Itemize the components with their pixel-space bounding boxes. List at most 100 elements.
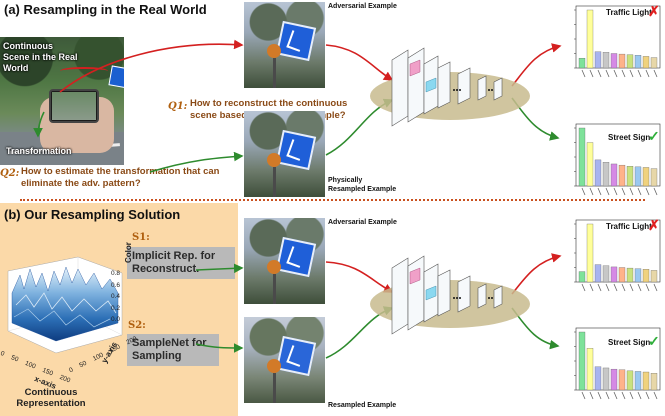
chart-bar: [610, 53, 618, 69]
bar-chart-a-top: [574, 5, 661, 78]
chart-category-tick: [629, 187, 634, 196]
chart-category-tick: [597, 391, 602, 400]
chart-category-tick: [605, 391, 610, 400]
chart-bar: [594, 159, 602, 187]
chart-category-tick: [621, 283, 626, 292]
cross-icon: ✗: [648, 3, 660, 19]
chart-bar: [650, 168, 658, 187]
chart-category-tick: [637, 69, 642, 78]
chart-bar: [610, 266, 618, 283]
chart-category-tick: [645, 283, 650, 292]
chart-category-tick: [645, 391, 650, 400]
result-label-a-top: Traffic Light: [606, 8, 652, 17]
chart-category-tick: [637, 283, 642, 292]
q1-tag: Q1:: [168, 101, 188, 112]
transformation-label: Transformation: [6, 146, 72, 156]
chart-category-tick: [581, 283, 586, 292]
result-label-b-top: Traffic Light: [606, 222, 652, 231]
chart-bar: [650, 270, 658, 283]
q2-tag: Q2:: [0, 168, 20, 179]
chart-category-tick: [653, 69, 658, 78]
bar-chart-a-bottom: [574, 123, 661, 196]
chart-bar: [586, 9, 594, 69]
chart-category-tick: [613, 391, 618, 400]
chart-category-tick: [629, 391, 634, 400]
chart-bar: [642, 269, 650, 283]
surface-caption: Continuous Representation: [16, 387, 86, 409]
result-label-a-bottom: Street Sign: [608, 133, 651, 142]
chart-category-tick: [653, 187, 658, 196]
chart-category-tick: [597, 283, 602, 292]
s2-tag: S2:: [128, 320, 146, 331]
chart-bar: [594, 366, 602, 391]
ztick: 0.0: [111, 316, 121, 323]
chart-category-tick: [597, 69, 602, 78]
chart-bar: [602, 162, 610, 187]
chart-bar: [618, 369, 626, 391]
chart-category-tick: [589, 187, 594, 196]
check-icon: ✓: [648, 128, 660, 144]
chart-category-tick: [613, 283, 618, 292]
chart-category-tick: [653, 283, 658, 292]
adversarial-image-a: [244, 2, 325, 88]
chart-category-tick: [621, 187, 626, 196]
q2-text: How to estimate the transformation that …: [21, 166, 220, 189]
chart-bar: [626, 166, 634, 187]
chart-category-tick: [589, 283, 594, 292]
chart-category-tick: [637, 187, 642, 196]
surface-zticks: 0.8 0.6 0.4 0.2 0.0: [111, 268, 120, 326]
check-icon: ✓: [648, 333, 660, 349]
chart-category-tick: [645, 69, 650, 78]
chart-bar: [634, 268, 642, 283]
ztick: 0.6: [111, 281, 121, 289]
chart-category-tick: [621, 69, 626, 78]
chart-category-tick: [589, 391, 594, 400]
chart-category-tick: [597, 187, 602, 196]
chart-bar: [634, 371, 642, 391]
chart-bar: [578, 271, 586, 283]
chart-category-tick: [605, 187, 610, 196]
chart-bar: [602, 52, 610, 69]
section-b-title: (b) Our Resampling Solution: [4, 207, 181, 222]
chart-bar: [586, 142, 594, 187]
chart-bar: [586, 348, 594, 391]
chart-category-tick: [581, 187, 586, 196]
chart-category-tick: [629, 283, 634, 292]
section-divider: [20, 199, 645, 201]
resampled-label-a: Physically Resampled Example: [328, 177, 397, 193]
ztick: 0.4: [111, 293, 121, 300]
chart-bar: [594, 51, 602, 69]
cross-icon: ✗: [648, 217, 660, 233]
adversarial-label-a: Adversarial Example: [328, 3, 397, 10]
chart-category-tick: [613, 187, 618, 196]
chart-bar: [618, 267, 626, 283]
adversarial-label-b: Adversarial Example: [328, 219, 397, 226]
chart-bar: [602, 367, 610, 391]
bar-chart-b-top: [574, 219, 661, 292]
chart-category-tick: [621, 391, 626, 400]
chart-bar: [642, 167, 650, 187]
bar-chart-b-bottom: [574, 327, 661, 400]
chart-bar: [626, 267, 634, 283]
adversarial-image-b: [244, 218, 325, 304]
chart-bar: [586, 223, 594, 283]
cnn-diagram-b: [370, 255, 530, 335]
chart-bar: [634, 166, 642, 187]
chart-bar: [626, 54, 634, 69]
chart-bar: [578, 57, 586, 69]
resampled-label-b: Resampled Example: [328, 402, 397, 409]
chart-bar: [618, 53, 626, 69]
chart-category-tick: [581, 391, 586, 400]
chart-bar: [594, 264, 602, 283]
chart-category-tick: [605, 69, 610, 78]
cnn-diagram-a: [370, 47, 530, 127]
chart-category-tick: [581, 69, 586, 78]
chart-bar: [634, 55, 642, 69]
s2-box: SampleNet for Sampling: [127, 334, 219, 366]
chart-bar: [610, 163, 618, 187]
section-a-title: (a) Resampling in the Real World: [4, 2, 207, 17]
chart-category-tick: [605, 283, 610, 292]
chart-category-tick: [589, 69, 594, 78]
resampled-image-a: [244, 111, 325, 197]
